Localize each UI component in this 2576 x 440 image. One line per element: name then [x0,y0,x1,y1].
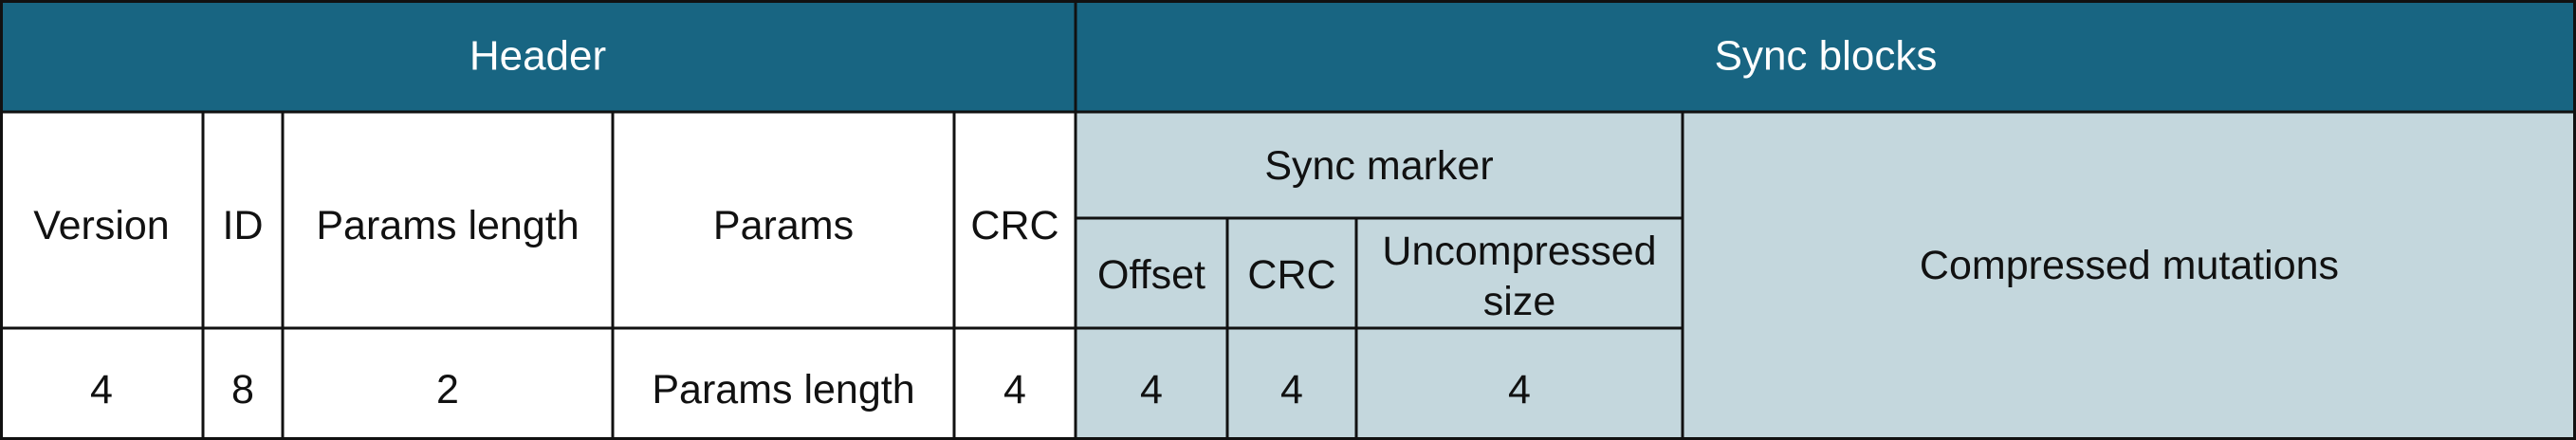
sync-field-name-uncompressed-line2: size [1483,279,1555,324]
sync-section-title: Sync blocks [1715,33,1938,80]
compressed-mutations-label: Compressed mutations [1920,243,2339,288]
header-band [0,0,2576,112]
sync-field-size-crc: 4 [1280,367,1303,412]
sync-field-name-offset: Offset [1097,252,1205,298]
sync-field-name-uncompressed-line1: Uncompressed [1382,229,1656,274]
sync-field-size-uncompressed: 4 [1508,367,1531,412]
header-section-title: Header [469,33,606,80]
field-name-crc: CRC [970,203,1058,248]
field-size-params: Params length [652,367,914,412]
field-size-params-length: 2 [436,367,459,412]
field-size-crc: 4 [1003,367,1026,412]
sync-field-name-crc: CRC [1247,252,1335,298]
sync-marker-title: Sync marker [1264,143,1493,189]
sync-field-size-offset: 4 [1140,367,1163,412]
field-name-params: Params [713,203,854,248]
field-name-version: Version [33,203,169,248]
field-size-version: 4 [90,367,113,412]
field-size-id: 8 [231,367,254,412]
sync-fields-background [1076,112,2576,440]
field-name-id: ID [223,203,264,248]
field-name-params-length: Params length [316,203,579,248]
